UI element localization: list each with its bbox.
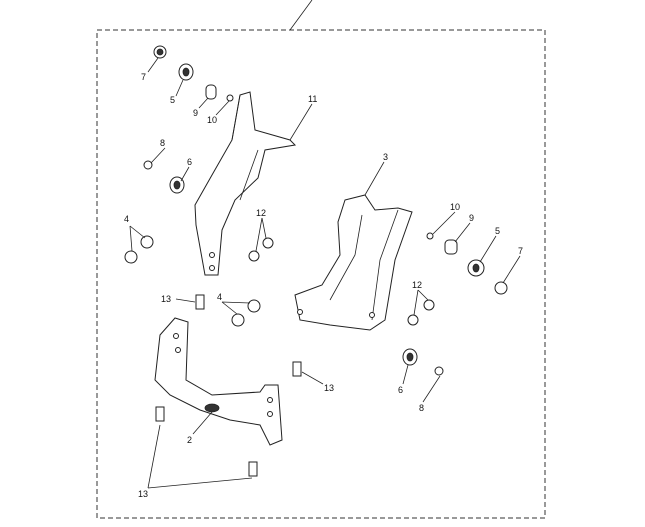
- callout-label: 10: [207, 115, 217, 125]
- callout-label: 9: [469, 213, 474, 223]
- callout-label: 6: [187, 157, 192, 167]
- callout-label: 5: [495, 226, 500, 236]
- callout-label: 13: [161, 294, 171, 304]
- callout-label: 9: [193, 108, 198, 118]
- callout-label: 8: [160, 138, 165, 148]
- callout-label: 11: [308, 94, 317, 104]
- callout-label: 13: [324, 383, 334, 393]
- leader-lines: [129, 57, 521, 489]
- callout-label: 8: [419, 403, 424, 413]
- assembly-leader: [289, 0, 313, 31]
- callout-label: 10: [450, 202, 460, 212]
- callout-label: 2: [187, 435, 192, 445]
- callout-label: 4: [217, 292, 222, 302]
- callout-label: 13: [138, 489, 148, 499]
- callout-labels: 7 5 9 10 11 8 6 4 12 3 10 9 5 7 12 13 4 …: [124, 72, 523, 499]
- part-3-right-bracket: [294, 194, 413, 331]
- callout-label: 5: [170, 95, 175, 105]
- callout-label: 12: [412, 280, 422, 290]
- callout-label: 4: [124, 214, 129, 224]
- small-hardware: [124, 45, 508, 477]
- callout-label: 7: [518, 246, 523, 256]
- callout-label: 7: [141, 72, 146, 82]
- part-11-left-bracket: [194, 91, 297, 276]
- part-2-lower-bracket: [154, 317, 283, 446]
- dashed-frame: [96, 29, 546, 519]
- callout-label: 3: [383, 152, 388, 162]
- callout-label: 12: [256, 208, 266, 218]
- callout-label: 6: [398, 385, 403, 395]
